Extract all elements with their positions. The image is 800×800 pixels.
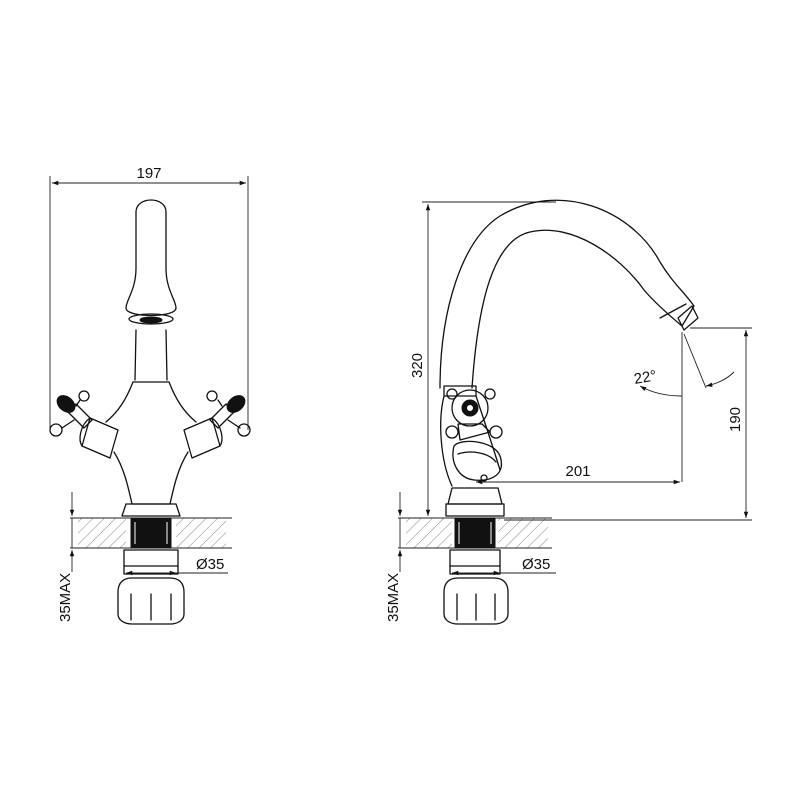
max-thickness-label-side: 35MAX xyxy=(385,573,402,622)
height-dimension: 320 xyxy=(409,201,556,516)
countertop-section-side xyxy=(398,517,552,549)
angle-dimension: 22° xyxy=(633,332,735,482)
diameter-dimension-side: Ø35 xyxy=(452,556,556,576)
side-view: 320 xyxy=(385,199,752,625)
spout xyxy=(125,199,177,317)
reach-label: 201 xyxy=(565,463,590,480)
width-label: 197 xyxy=(136,165,161,182)
height-label: 320 xyxy=(409,353,426,378)
cross-handle xyxy=(445,388,503,441)
width-dimension: 197 xyxy=(49,165,249,430)
gooseneck-spout xyxy=(439,199,695,389)
max-thickness-dimension: 35MAX xyxy=(57,492,75,622)
threaded-shank xyxy=(130,517,172,549)
spout-height-dimension: 190 xyxy=(504,327,752,521)
reach-dimension: 201 xyxy=(476,463,680,485)
max-thickness-label: 35MAX xyxy=(57,573,74,622)
threaded-shank-side xyxy=(454,517,496,549)
valve-body xyxy=(105,381,197,505)
diameter-dimension: Ø35 xyxy=(126,556,228,576)
spout-height-label: 190 xyxy=(727,407,744,432)
angle-label: 22° xyxy=(633,367,658,388)
diameter-label-side: Ø35 xyxy=(522,556,550,573)
diameter-label: Ø35 xyxy=(196,556,224,573)
lock-nut-side xyxy=(449,549,501,575)
countertop-section xyxy=(70,517,232,549)
right-valve xyxy=(183,390,251,459)
left-valve xyxy=(49,390,119,459)
front-view: 197 xyxy=(49,165,251,625)
neck xyxy=(134,329,168,381)
base-flange xyxy=(121,503,181,517)
max-thickness-dimension-side: 35MAX xyxy=(385,492,403,622)
swivel-collar xyxy=(452,440,502,481)
lock-nut xyxy=(123,549,179,575)
base-flange-side xyxy=(447,487,503,505)
